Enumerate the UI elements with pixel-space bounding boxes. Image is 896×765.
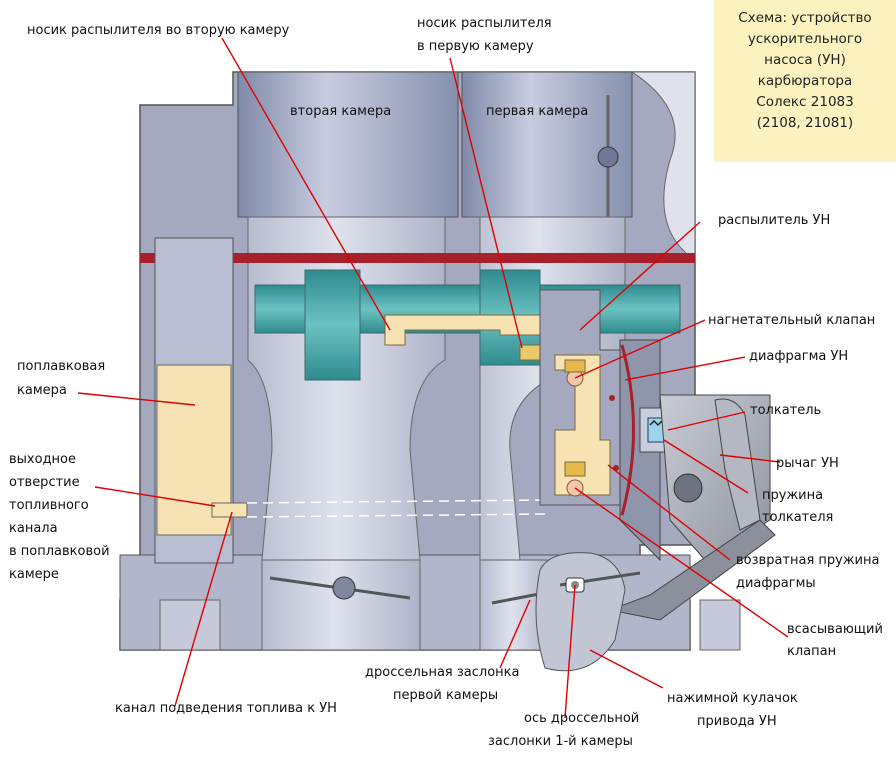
label-lever: рычаг УН <box>776 456 839 471</box>
label-supply-channel: канал подведения топлива к УН <box>115 701 337 716</box>
label-outlet-line2: отверстие <box>9 475 80 490</box>
label-cam-line2: привода УН <box>697 714 777 729</box>
label-diaphragm: диафрагма УН <box>749 349 849 364</box>
label-axis-line2: заслонки 1-й камеры <box>488 734 633 749</box>
label-pusher-spring-line2: толкателя <box>762 510 834 525</box>
label-suction-valve-line2: клапан <box>787 644 837 659</box>
label-return-spring-line1: возвратная пружина <box>736 553 880 568</box>
label-outlet-line4: канала <box>9 521 58 536</box>
pump-passages <box>384 289 621 506</box>
label-suction-valve-line1: всасывающий <box>787 622 883 637</box>
second-chamber-label: вторая камера <box>290 104 392 119</box>
title-line: Схема: устройство <box>738 10 872 26</box>
leader-lines <box>77 37 789 719</box>
title-line: (2108, 21081) <box>756 115 854 131</box>
label-axis-line1: ось дроссельной <box>524 711 640 726</box>
label-float-chamber-line1: поплавковая <box>17 359 106 374</box>
label-outlet-line3: топливного <box>9 498 89 513</box>
label-throttle-line1: дроссельная заслонка <box>365 665 520 680</box>
label-pusher: толкатель <box>750 403 822 418</box>
fuel-supply-channel <box>211 499 546 518</box>
label-sprayer: распылитель УН <box>718 213 831 228</box>
air-chambers <box>237 71 696 261</box>
label-float-chamber-line2: камера <box>17 383 67 398</box>
label-outlet-line6: камере <box>9 567 59 582</box>
diagram-title-box: Схема: устройство ускорительного насоса … <box>714 0 896 162</box>
first-chamber-label: первая камера <box>486 104 589 119</box>
label-nozzle-first-chamber-line1: носик распылителя <box>417 16 552 31</box>
title-line: карбюратора <box>757 73 853 89</box>
label-cam-line1: нажимной кулачок <box>667 691 798 706</box>
label-nozzle-first-chamber-line2: в первую камеру <box>417 39 534 54</box>
title-line: Солекс 21083 <box>756 94 854 110</box>
label-outlet-line5: в поплавковой <box>9 544 110 559</box>
label-nozzle-second-chamber: носик распылителя во вторую камеру <box>27 23 290 38</box>
label-outlet-line1: выходное <box>9 452 77 467</box>
label-delivery-valve: нагнетательный клапан <box>708 313 876 328</box>
title-line: насоса (УН) <box>764 52 846 68</box>
gasket-band <box>140 253 695 263</box>
label-throttle-line2: первой камеры <box>393 688 499 703</box>
label-pusher-spring-line1: пружина <box>762 488 824 503</box>
label-return-spring-line2: диафрагмы <box>736 576 816 591</box>
throttle-valves <box>269 576 561 605</box>
title-line: ускорительного <box>747 31 863 47</box>
